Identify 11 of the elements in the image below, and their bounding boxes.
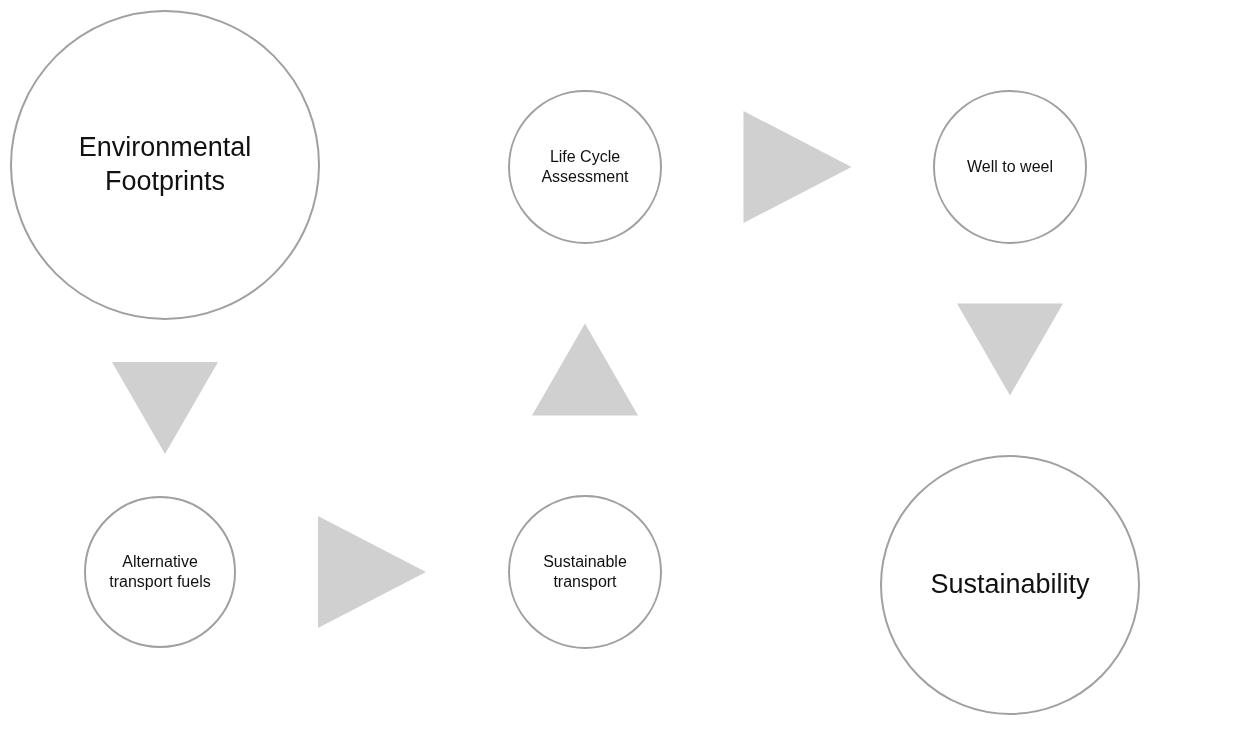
node-label: Sustainability — [930, 568, 1090, 602]
triangle-arrow — [532, 323, 638, 416]
node-label: Environmental Footprints — [77, 131, 253, 198]
node-label: Sustainable transport — [542, 552, 628, 592]
triangle-arrow — [743, 111, 852, 223]
triangle-arrow — [957, 303, 1063, 396]
node-label: Alternative transport fuels — [108, 552, 212, 592]
triangle-arrow — [112, 362, 218, 454]
triangle-arrow — [318, 516, 426, 628]
node-label: Life Cycle Assessment — [540, 147, 630, 187]
node-label: Well to weel — [967, 157, 1053, 177]
